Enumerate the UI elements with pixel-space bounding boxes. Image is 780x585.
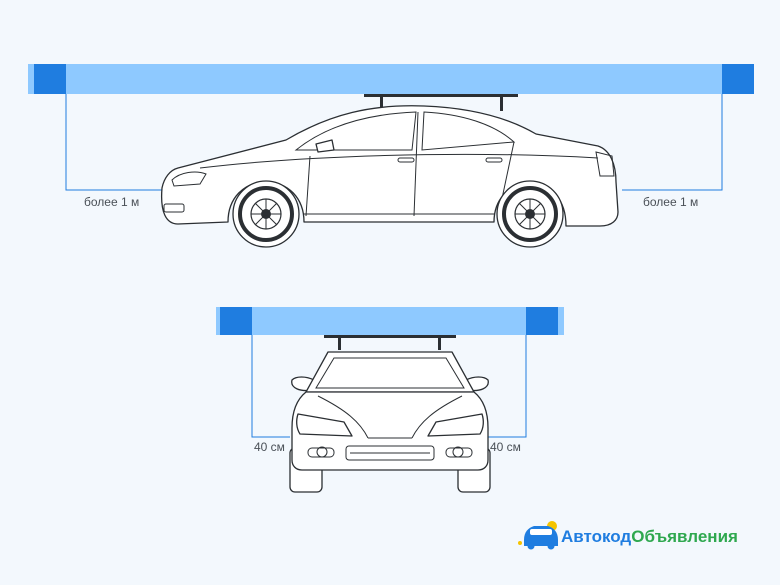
front-left-guide	[251, 335, 290, 438]
side-left-guide	[65, 94, 162, 191]
side-rear-wheel	[496, 180, 564, 248]
side-right-gap-label: более 1 м	[643, 195, 698, 209]
logo-part2: Объявления	[631, 527, 738, 546]
side-car	[160, 105, 619, 248]
side-front-wheel	[232, 180, 300, 248]
front-roof-rack	[324, 335, 456, 350]
front-beam-right-end	[526, 307, 558, 335]
svg-text:АвтокодОбъявления: АвтокодОбъявления	[561, 527, 738, 546]
side-roof-rack	[364, 94, 518, 111]
front-right-gap-label: 40 см	[490, 440, 521, 454]
front-left-gap-label: 40 см	[254, 440, 285, 454]
side-view: более 1 м более 1 м	[28, 64, 754, 248]
car-logo-icon	[518, 521, 558, 550]
side-right-guide	[622, 94, 723, 191]
front-beam-left-end	[220, 307, 252, 335]
brand-logo: АвтокодОбъявления	[518, 521, 738, 550]
front-view: 40 см 40 см	[216, 307, 564, 493]
side-left-gap-label: более 1 м	[84, 195, 139, 209]
side-ceiling-beam	[28, 64, 754, 94]
front-car	[289, 351, 491, 493]
front-right-guide	[488, 335, 527, 438]
side-beam-left-end	[34, 64, 66, 94]
front-ceiling-beam	[216, 307, 564, 335]
logo-part1: Автокод	[561, 527, 631, 546]
side-beam-right-end	[722, 64, 754, 94]
